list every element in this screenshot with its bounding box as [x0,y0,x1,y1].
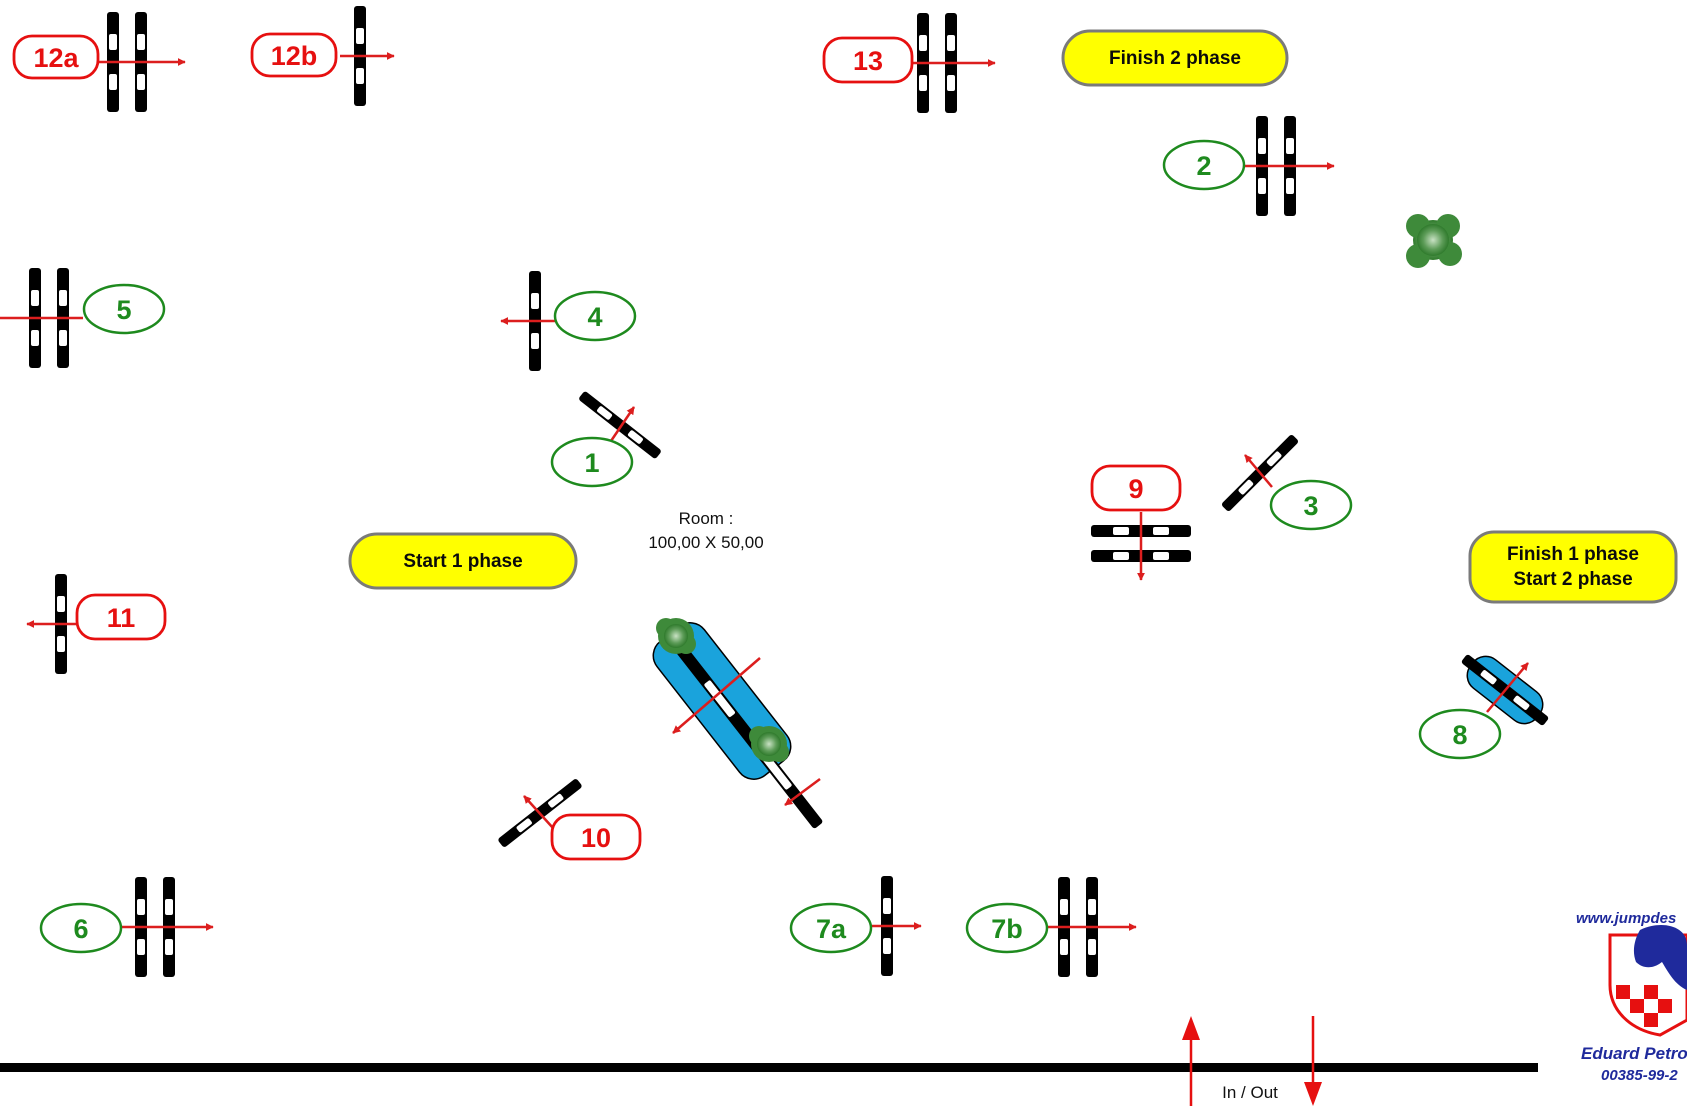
start-1-phase-label: Start 1 phase [348,532,578,590]
jump-12a [93,12,186,112]
jump-water-ditch [652,618,823,829]
obstacle-8-label: 8 [1418,708,1502,760]
obstacle-11-number: 11 [107,603,136,633]
svg-text:www.jumpdes: www.jumpdes [1576,910,1676,927]
entrance-arrows [1182,1016,1322,1106]
horse-head-checkerboard-shield-icon [1608,925,1687,1037]
jump-4 [500,271,555,371]
obstacle-5-label: 5 [82,283,166,335]
obstacle-4-label: 4 [553,290,637,342]
room-size: 100,00 X 50,00 [648,533,763,552]
obstacle-3-label: 3 [1269,479,1353,531]
finish-1-start-2-phase-label: Finish 1 phase Start 2 phase [1468,530,1678,604]
jump-7b [1044,877,1137,977]
hedge-bush-icon [1406,214,1462,268]
svg-text:Start 2 phase: Start 2 phase [1513,569,1632,590]
jump-12b [340,6,395,106]
svg-text:Start 1 phase: Start 1 phase [403,551,522,572]
designer-logo: www.jumpdes Eduard Petro 00385-99-2 [1576,910,1687,1084]
jump-10 [498,779,582,847]
svg-text:Finish 2 phase: Finish 2 phase [1109,48,1241,69]
obstacle-12b-label: 12b [250,32,338,78]
jump-11 [26,574,81,674]
obstacle-9-number: 9 [1128,474,1143,504]
finish-2-phase-label: Finish 2 phase [1061,29,1289,87]
jump-13 [903,13,996,113]
svg-text:Eduard Petro: Eduard Petro [1581,1044,1687,1063]
obstacles-layer: 12a 12b 13 2 5 4 1 9 3 11 10 8 6 7a 7b [0,6,1549,977]
obstacle-7b-number: 7b [991,914,1023,944]
obstacle-7a-label: 7a [789,902,873,954]
obstacle-7b-label: 7b [965,902,1049,954]
obstacle-6-label: 6 [39,902,123,954]
obstacle-12b-number: 12b [271,41,318,71]
obstacle-5-number: 5 [116,295,131,325]
obstacle-1-label: 1 [550,436,634,488]
obstacle-11-label: 11 [75,593,167,641]
obstacle-13-label: 13 [822,36,914,84]
obstacle-12a-number: 12a [33,43,79,73]
jump-8 [1461,654,1549,726]
jump-9 [1091,512,1191,581]
obstacle-9-label: 9 [1090,464,1182,512]
jump-2 [1242,116,1335,216]
room-label: Room : [679,509,734,528]
svg-text:Finish 1 phase: Finish 1 phase [1507,544,1639,565]
obstacle-10-label: 10 [550,813,642,861]
obstacle-13-number: 13 [853,46,883,76]
obstacle-7a-number: 7a [816,914,847,944]
obstacle-2-label: 2 [1162,139,1246,191]
jump-3 [1221,434,1299,512]
arena-boundary [0,1063,1538,1072]
obstacle-6-number: 6 [73,914,88,944]
obstacle-1-number: 1 [584,448,599,478]
obstacle-4-number: 4 [587,302,602,332]
entrance-label: In / Out [1222,1083,1278,1102]
svg-text:00385-99-2: 00385-99-2 [1601,1067,1678,1084]
obstacle-2-number: 2 [1196,151,1211,181]
obstacle-8-number: 8 [1452,720,1467,750]
jump-6 [121,877,214,977]
jump-1 [579,391,661,459]
obstacle-3-number: 3 [1303,491,1318,521]
jump-7a [867,876,922,976]
obstacle-10-number: 10 [581,823,611,853]
obstacle-12a-label: 12a [12,34,100,80]
jump-5 [0,268,83,368]
